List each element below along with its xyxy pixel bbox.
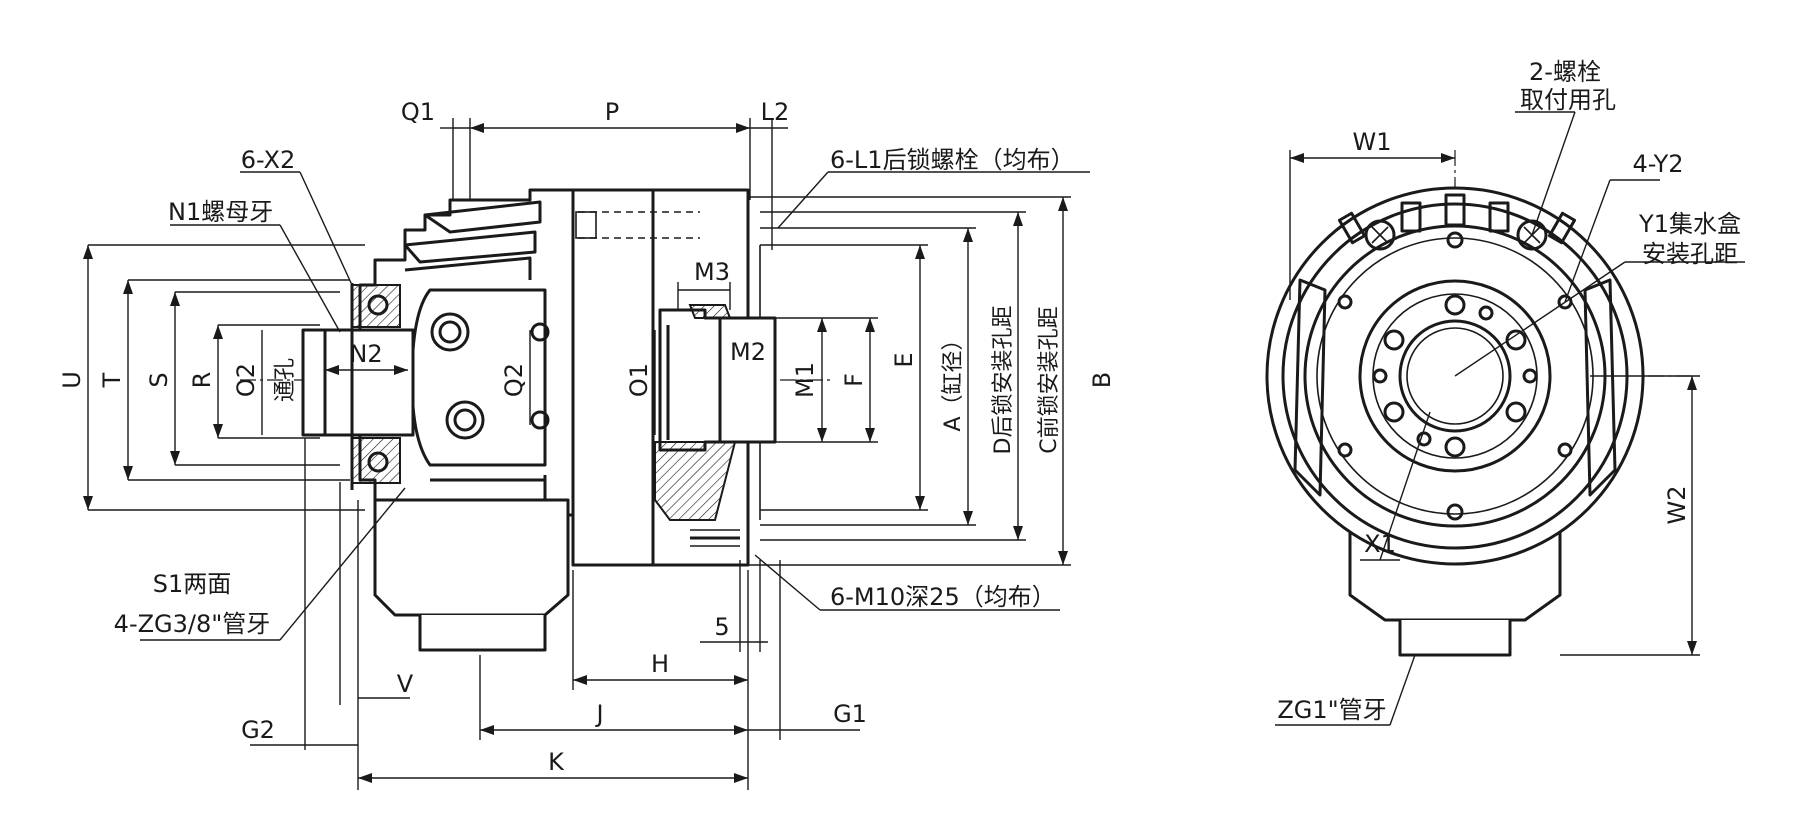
label-f: F — [840, 373, 868, 387]
side-leaders — [140, 171, 1090, 641]
label-t: T — [98, 372, 126, 388]
front-drain-port — [1398, 620, 1512, 657]
label-o2: O2 — [232, 363, 260, 397]
cylinder-front-flange — [571, 188, 655, 567]
label-through-bore: 通孔 — [273, 358, 298, 402]
drain-port — [418, 615, 547, 652]
front-piston-ring — [1358, 279, 1552, 473]
rear-nut-upper — [351, 284, 401, 328]
label-y1-line2: 安装孔距 — [1642, 240, 1738, 268]
label-v: V — [397, 670, 414, 698]
label-five: 5 — [714, 613, 729, 641]
label-h: H — [651, 650, 669, 678]
front-top-ribs — [1337, 193, 1577, 245]
joint-bolt-upper — [430, 312, 470, 352]
front-view: W1 2-螺栓 取付用孔 4-Y2 Y1集水盒 安装孔距 W2 X1 ZG1"管… — [1265, 58, 1745, 726]
label-m2: M2 — [730, 338, 766, 366]
front-through-bore — [1398, 319, 1512, 433]
label-l1-bolts: 6-L1后锁螺栓（均布） — [830, 146, 1075, 174]
label-x2-bolts: 6-X2 — [241, 146, 295, 174]
drain-box — [373, 498, 570, 617]
label-bolt2-line1: 2-螺栓 — [1529, 58, 1601, 86]
label-b: B — [1088, 372, 1116, 388]
mounting-bolt-right — [1516, 219, 1548, 251]
side-arrowheads — [83, 123, 1068, 783]
label-s1-flats: S1两面 — [153, 570, 232, 598]
label-s: S — [145, 372, 173, 387]
label-p: P — [605, 98, 619, 126]
label-a-bore: A（缸径） — [941, 328, 966, 431]
front-bolt-circle — [1372, 294, 1538, 458]
label-l2: L2 — [761, 98, 790, 126]
label-n1-thread: N1螺母牙 — [168, 198, 273, 226]
label-bolt2-line2: 取付用孔 — [1520, 86, 1616, 114]
label-x1: X1 — [1364, 530, 1396, 558]
label-e: E — [890, 352, 918, 367]
label-y1-line1: Y1集水盒 — [1638, 210, 1741, 238]
front-piston — [658, 308, 777, 452]
rear-pipe — [301, 328, 415, 437]
label-w1: W1 — [1353, 128, 1392, 156]
label-g2: G2 — [241, 716, 275, 744]
label-m10-screws: 6-M10深25（均布） — [830, 583, 1056, 611]
label-y2: 4-Y2 — [1632, 150, 1683, 178]
label-w2: W2 — [1663, 486, 1691, 525]
label-d-rear-lock: D后锁安装孔距 — [991, 306, 1016, 455]
front-seal — [654, 441, 737, 521]
label-u: U — [58, 371, 86, 389]
label-k: K — [548, 748, 565, 776]
label-zg1-pipe: ZG1"管牙 — [1277, 696, 1386, 724]
label-q1: Q1 — [401, 98, 435, 126]
label-o1: O1 — [625, 363, 653, 397]
side-view: Q1 P L2 6-X2 6-L1后锁螺栓（均布） N1螺母牙 M3 M2 N2… — [58, 98, 1116, 790]
label-n2: N2 — [349, 340, 382, 368]
label-c-front-lock: C前锁安装孔距 — [1037, 306, 1062, 453]
label-q2: Q2 — [500, 363, 528, 397]
label-zg38-pipe: 4-ZG3/8"管牙 — [114, 610, 271, 638]
rear-nut-lower — [351, 437, 401, 484]
label-j: J — [594, 700, 603, 728]
front-outer-holes — [1337, 231, 1573, 521]
label-r: R — [188, 372, 216, 389]
mounting-bolt-left — [1364, 219, 1396, 251]
label-m1: M1 — [791, 362, 819, 398]
joint-bolt-lower — [445, 400, 485, 440]
label-m3: M3 — [694, 258, 730, 286]
label-g1: G1 — [833, 700, 867, 728]
